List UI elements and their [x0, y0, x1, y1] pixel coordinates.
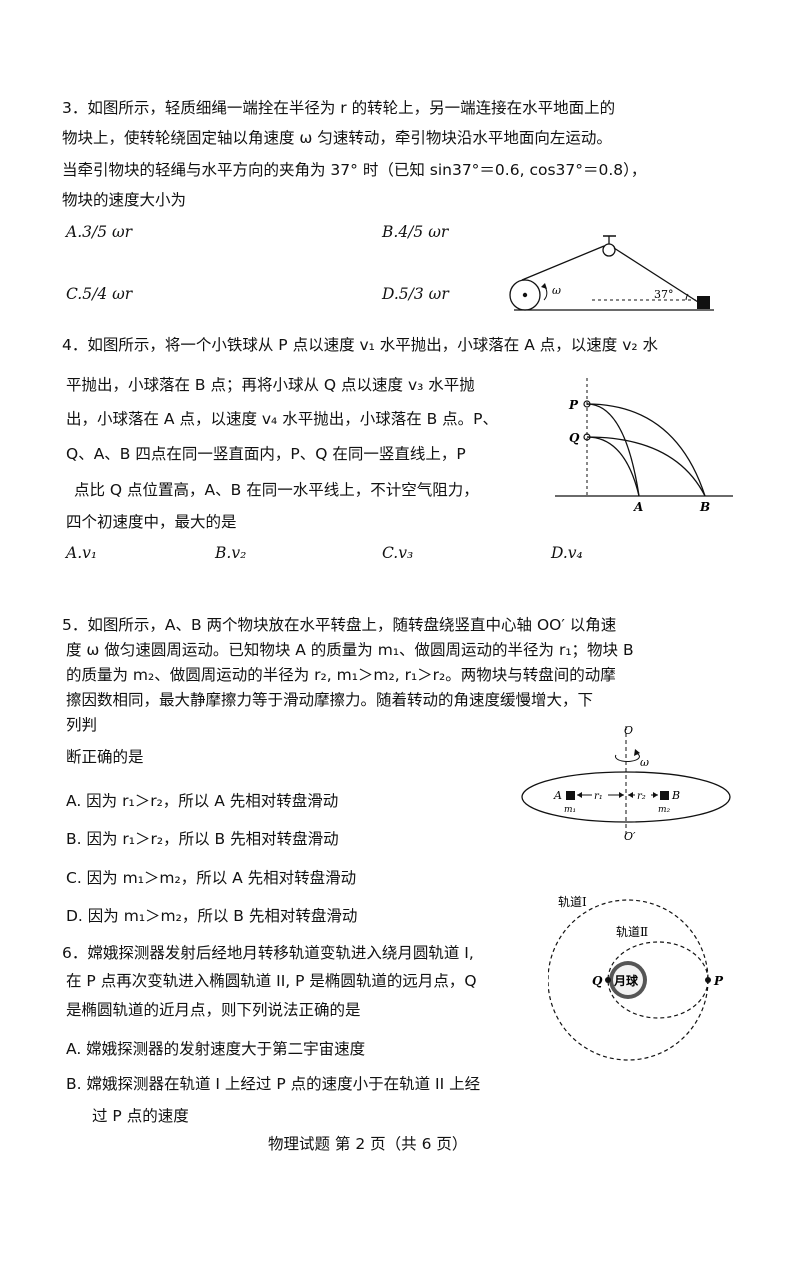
q6-fig-point-p: P [713, 974, 724, 988]
q4-stem-line-5: 点比 Q 点位置高，A、B 在同一水平线上，不计空气阻力， [74, 481, 479, 499]
page-footer: 物理试题 第 2 页（共 6 页） [268, 1135, 468, 1153]
q3-option-a: A.3/5 ωr [66, 223, 133, 241]
q3-fig-omega-label: ω [552, 284, 561, 297]
q5-stem-line-1: 5．如图所示，A、B 两个物块放在水平转盘上，随转盘绕竖直中心轴 OO′ 以角速 [62, 616, 617, 634]
q5-fig-mass-m2: m₂ [658, 805, 671, 815]
q3-option-d: D.5/3 ωr [382, 285, 449, 303]
q3-stem-line-1: 3．如图所示，轻质细绳一端拴在半径为 r 的转轮上，另一端连接在水平地面上的 [62, 99, 616, 117]
q6-stem-line-2: 在 P 点再次变轨进入椭圆轨道 II, P 是椭圆轨道的远月点，Q [66, 972, 477, 990]
q3-option-b: B.4/5 ωr [382, 223, 449, 241]
q4-stem-line-6: 四个初速度中，最大的是 [66, 513, 237, 531]
q5-stem-line-2: 度 ω 做匀速圆周运动。已知物块 A 的质量为 m₁、做圆周运动的半径为 r₁；… [66, 641, 634, 659]
q4-stem-line-1: 4．如图所示，将一个小铁球从 P 点以速度 v₁ 水平抛出，小球落在 A 点，以… [62, 336, 659, 354]
q5-option-d: D. 因为 m₁＞m₂，所以 B 先相对转盘滑动 [66, 907, 358, 925]
q6-stem-line-1: 6．嫦娥探测器发射后经地月转移轨道变轨进入绕月圆轨道 I, [62, 944, 474, 962]
q6-stem-line-3: 是椭圆轨道的近月点，则下列说法正确的是 [66, 1001, 361, 1019]
q5-fig-mass-m1: m₁ [564, 805, 576, 815]
q5-fig-radius-r2: r₂ [637, 791, 646, 802]
q5-stem-line-3: 的质量为 m₂、做圆周运动的半径为 r₂, m₁＞m₂, r₁＞r₂。两物块与转… [66, 666, 616, 684]
q5-turntable-figure: O ω A B r₁ r₂ m₁ m₂ O′ [521, 724, 731, 843]
q5-option-c: C. 因为 m₁＞m₂，所以 A 先相对转盘滑动 [66, 869, 357, 887]
q6-option-b-line-2: 过 P 点的速度 [92, 1107, 189, 1125]
q3-option-c: C.5/4 ωr [66, 285, 133, 303]
q4-option-d: D.v₄ [551, 544, 583, 562]
q6-fig-orbit-1-label: 轨道Ⅰ [558, 895, 587, 909]
q5-fig-axis-top-label: O [624, 724, 633, 737]
q5-stem-line-4: 擦因数相同，最大静摩擦力等于滑动摩擦力。随着转动的角速度缓慢增大，下 [66, 691, 594, 709]
q6-option-b-line-1: B. 嫦娥探测器在轨道 I 上经过 P 点的速度小于在轨道 II 上经 [66, 1075, 481, 1093]
q4-stem-line-4: Q、A、B 四点在同一竖直面内，P、Q 在同一竖直线上，P [66, 445, 466, 463]
q5-fig-block-a: A [553, 789, 562, 802]
q5-fig-block-b: B [671, 789, 680, 802]
q4-option-b: B.v₂ [215, 544, 247, 562]
q5-fig-radius-r1: r₁ [594, 791, 603, 802]
q3-fig-angle-label: 37° [654, 288, 674, 301]
q5-fig-axis-bottom-label: O′ [624, 830, 636, 843]
q4-option-a: A.v₁ [66, 544, 98, 562]
q6-fig-moon-label: 月球 [613, 973, 639, 988]
q5-stem-line-6: 断正确的是 [66, 748, 144, 766]
q4-fig-point-b: B [699, 500, 710, 514]
q4-fig-point-q: Q [569, 431, 580, 445]
q4-fig-point-p: P [568, 398, 579, 412]
q5-option-b: B. 因为 r₁＞r₂，所以 B 先相对转盘滑动 [66, 830, 339, 848]
q6-fig-point-q: Q [592, 974, 603, 988]
q4-stem-line-3: 出，小球落在 A 点，以速度 v₄ 水平抛出，小球落在 B 点。P、 [66, 410, 499, 428]
q3-wheel-rope-figure: ω 37° [509, 235, 714, 311]
q5-option-a: A. 因为 r₁＞r₂，所以 A 先相对转盘滑动 [66, 792, 339, 810]
q4-stem-line-2: 平抛出，小球落在 B 点；再将小球从 Q 点以速度 v₃ 水平抛 [66, 376, 475, 394]
q3-stem-line-3: 当牵引物块的轻绳与水平方向的夹角为 37° 时（已知 sin37°＝0.6, c… [62, 161, 647, 179]
q5-fig-omega-label: ω [640, 756, 649, 769]
q4-option-c: C.v₃ [382, 544, 414, 562]
q4-fig-point-a: A [633, 500, 643, 514]
q4-projectile-figure: P Q A B [555, 378, 733, 514]
q3-stem-line-4: 物块的速度大小为 [62, 191, 187, 209]
q6-fig-orbit-2-label: 轨道Ⅱ [616, 925, 648, 939]
q6-orbit-figure: 轨道Ⅰ 轨道Ⅱ 月球 Q P [548, 895, 724, 1061]
q3-stem-line-2: 物块上，使转轮绕固定轴以角速度 ω 匀速转动，牵引物块沿水平地面向左运动。 [62, 129, 612, 147]
q5-stem-line-5: 列判 [66, 716, 98, 734]
q6-option-a: A. 嫦娥探测器的发射速度大于第二宇宙速度 [66, 1040, 366, 1058]
